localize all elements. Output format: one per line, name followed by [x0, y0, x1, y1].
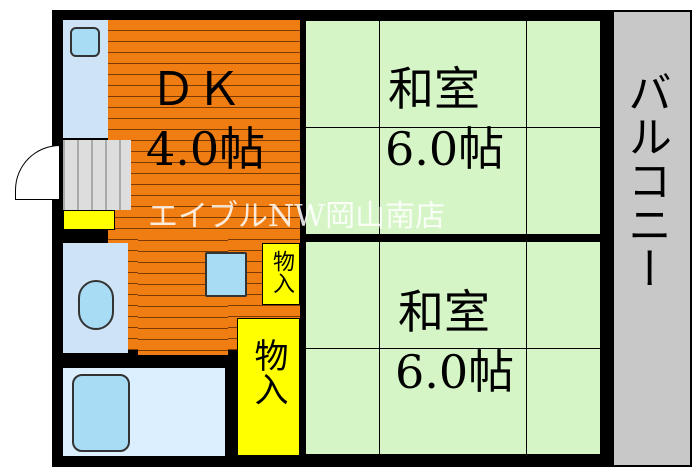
entrance-door[interactable]: [15, 145, 60, 200]
storage-large: [237, 318, 300, 456]
washitsu-bottom-size: 6.0帖: [395, 345, 515, 399]
shoe-box: [63, 210, 115, 230]
dk-size: 4.0帖: [146, 122, 266, 176]
sink-icon: [70, 27, 100, 57]
storage-large-label: 物入: [248, 338, 288, 406]
washitsu-top-name: 和室: [388, 62, 480, 116]
washitsu-bottom-name: 和室: [398, 285, 490, 339]
storage-small-label: 物入: [269, 250, 294, 294]
washbasin-icon: [205, 252, 247, 297]
dk-name: ＤＫ: [150, 62, 242, 116]
washitsu-top-size: 6.0帖: [385, 122, 505, 176]
bathtub-icon: [72, 374, 130, 452]
washitsu-bottom: [305, 241, 601, 455]
entrance-tiles: [63, 140, 131, 210]
toilet-icon: [78, 280, 114, 330]
watermark: エイブルNW岡山南店: [148, 199, 446, 234]
balcony-label: バルコニー: [620, 70, 671, 290]
balcony: [612, 10, 692, 467]
storage-small: [262, 243, 300, 305]
washitsu-top: [305, 20, 601, 235]
